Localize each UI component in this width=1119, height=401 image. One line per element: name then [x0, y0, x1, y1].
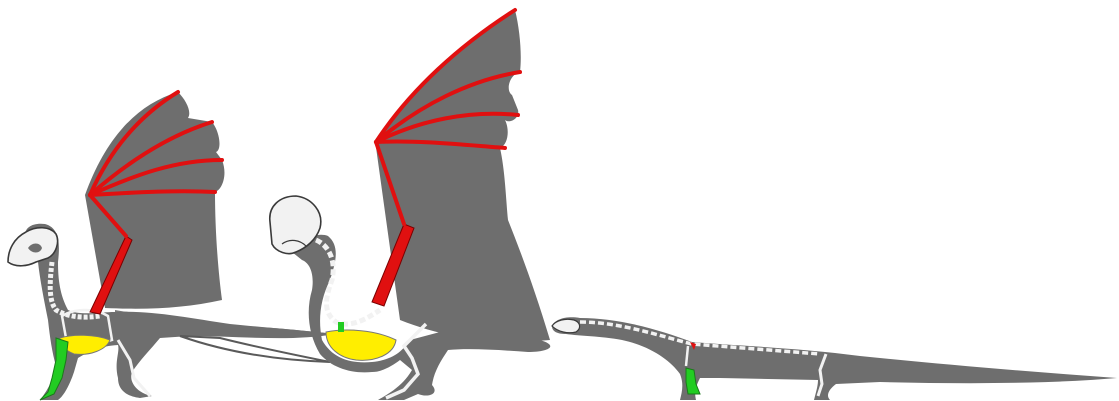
belly-membrane	[180, 336, 330, 362]
large-winged-dragon	[270, 10, 550, 400]
wing-membrane	[375, 10, 550, 341]
forelimb-green	[338, 322, 344, 332]
wingless-long-dragon	[552, 317, 1117, 400]
